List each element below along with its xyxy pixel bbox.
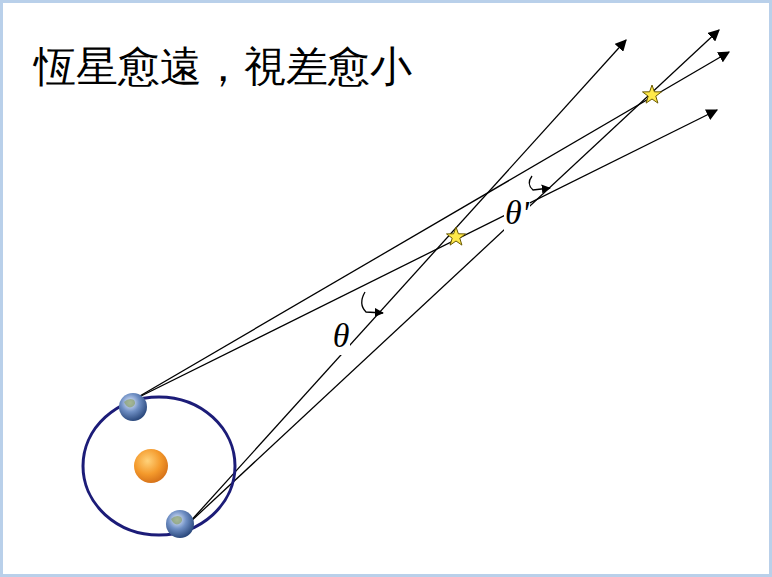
near-star <box>447 227 466 245</box>
sight-line <box>188 30 719 524</box>
slide-title: 恆星愈遠，視差愈小 <box>34 44 412 90</box>
sight-line <box>188 40 626 524</box>
sight-line <box>133 110 717 400</box>
earth <box>166 510 194 538</box>
angle-label: θ <box>332 317 351 354</box>
angle-arc <box>529 176 550 190</box>
sun <box>134 449 168 483</box>
far-star <box>643 85 662 103</box>
sight-lines <box>133 30 729 524</box>
angle-arc <box>362 292 383 313</box>
earth-orbit <box>83 397 235 535</box>
angle-label: θ' <box>504 194 530 231</box>
earth <box>119 393 147 421</box>
